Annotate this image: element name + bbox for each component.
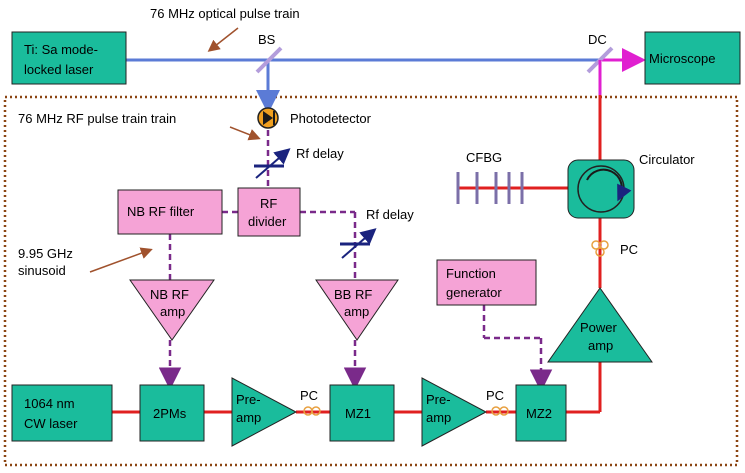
- rf-delay-1-arrow: [255, 148, 291, 179]
- rf-system-enclosure: [3, 95, 739, 467]
- 2pms-label: 2PMs: [153, 406, 187, 421]
- pc-2-label: PC: [486, 388, 504, 403]
- nb-rf-filter-box: [117, 189, 223, 235]
- function-generator-box: [436, 259, 537, 306]
- power-amp-label-2: amp: [588, 338, 613, 353]
- function-generator-label-1: Function: [446, 266, 496, 281]
- rf-divider-label-2: divider: [248, 214, 287, 229]
- optical-train-label: 76 MHz optical pulse train: [150, 6, 300, 21]
- cfbg-label: CFBG: [466, 150, 502, 165]
- rf-divider-label-1: RF: [260, 196, 277, 211]
- photodetector-label: Photodetector: [290, 111, 372, 126]
- microscope-label: Microscope: [649, 51, 715, 66]
- dc-label: DC: [588, 32, 607, 47]
- 2pms-box: [139, 384, 205, 442]
- tisa-laser-label-1: Ti: Sa mode-: [24, 42, 98, 57]
- mz1-box: [329, 384, 395, 442]
- bb-rf-amp: [315, 279, 399, 341]
- tisa-laser-label-2: locked laser: [24, 62, 94, 77]
- rf-delay-2-arrow: [341, 228, 377, 259]
- power-amp-label-1: Power: [580, 320, 618, 335]
- tisa-laser-box: [11, 31, 127, 85]
- mz1-label: MZ1: [345, 406, 371, 421]
- preamp-2-label-1: Pre-: [426, 392, 451, 407]
- sinusoid-label-2: sinusoid: [18, 263, 66, 278]
- nb-rf-amp: [129, 279, 215, 341]
- power-amp: [547, 287, 653, 363]
- photodetector-diode: [263, 111, 273, 125]
- nb-rf-amp-label-2: amp: [160, 304, 185, 319]
- function-generator-label-2: generator: [446, 285, 502, 300]
- pc-top-loop-3: [595, 247, 605, 257]
- preamp-1: [231, 377, 298, 447]
- cw-laser-box: [11, 384, 113, 442]
- rf-train-arrow: [229, 126, 261, 141]
- cw-laser-label-1: 1064 nm: [24, 396, 75, 411]
- circulator-rotation-icon: [586, 168, 632, 202]
- bs-label: BS: [258, 32, 276, 47]
- preamp-2-label-2: amp: [426, 410, 451, 425]
- nb-rf-amp-label-1: NB RF: [150, 287, 189, 302]
- microscope-box: [644, 31, 741, 85]
- circulator-label: Circulator: [639, 152, 695, 167]
- preamp-1-label-1: Pre-: [236, 392, 261, 407]
- pc-top-label: PC: [620, 242, 638, 257]
- rf-train-label: 76 MHz RF pulse train train: [18, 111, 176, 126]
- optical-train-arrow: [207, 27, 239, 52]
- pc-1-label: PC: [300, 388, 318, 403]
- pc-top-loop-2: [599, 240, 609, 250]
- preamp-2: [421, 377, 488, 447]
- pc-1-loop-2: [311, 406, 321, 416]
- preamp-1-label-2: amp: [236, 410, 261, 425]
- bb-rf-amp-label-1: BB RF: [334, 287, 372, 302]
- cw-laser-label-2: CW laser: [24, 416, 78, 431]
- bb-rf-amp-label-2: amp: [344, 304, 369, 319]
- sinusoid-label-1: 9.95 GHz: [18, 246, 73, 261]
- nb-rf-filter-label: NB RF filter: [127, 204, 195, 219]
- sinusoid-arrow: [89, 247, 153, 273]
- pc-2-loop-2: [499, 406, 509, 416]
- beam-splitter: [255, 46, 283, 74]
- mz2-box: [515, 384, 567, 442]
- rf-delay-1-label: Rf delay: [296, 146, 344, 161]
- rf-divider-box: [237, 187, 301, 237]
- mz2-label: MZ2: [526, 406, 552, 421]
- circulator-ring: [577, 165, 625, 213]
- rf-delay-2-label: Rf delay: [366, 207, 414, 222]
